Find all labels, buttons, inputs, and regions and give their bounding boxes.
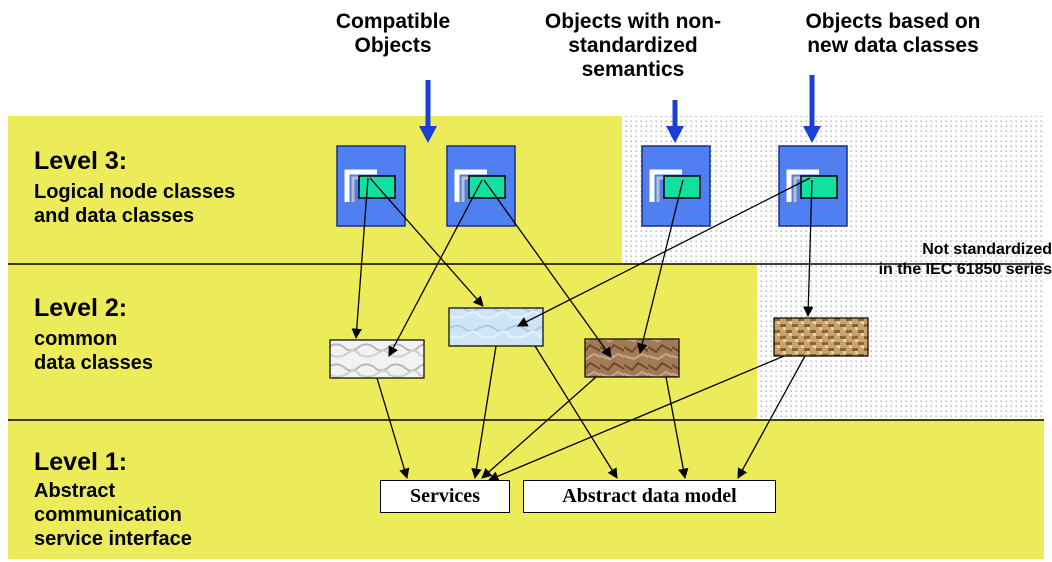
level-2-subtitle: common data classes: [34, 328, 153, 374]
level-3-subtitle: Logical node classes and data classes: [34, 181, 236, 227]
level-1-title: Level 1:: [34, 448, 128, 476]
level-3-title: Level 3:: [34, 147, 128, 175]
connector-arrows: [351, 177, 814, 482]
not-standardized-region: [622, 116, 1044, 420]
level-1-subtitle: Abstract communication service interface: [34, 480, 192, 550]
logical-node-icon-3: [641, 145, 711, 227]
header-compatible-objects: Compatible Objects: [335, 10, 451, 57]
arrow-ln4-cdc-weave: [803, 179, 814, 318]
header-arrows: [419, 75, 821, 143]
arrow-cdc-blue-adm: [534, 345, 618, 479]
abstract-data-model-box: Abstract data model: [523, 480, 776, 513]
header-new-data-class-objects: Objects based on new data classes: [805, 10, 981, 57]
arrow-ln2-cdc-white: [388, 179, 483, 357]
arrow-cdc-brown-services: [481, 376, 597, 479]
services-box: Services: [380, 480, 510, 513]
not-standardized-note: Not standardized in the IEC 61850 series: [878, 241, 1052, 278]
arrow-ln4-cdc-blue: [517, 177, 811, 327]
logical-node-icon-1: [336, 145, 406, 227]
arrow-ln1-cdc-blue: [369, 177, 484, 307]
non-standardized-arrowhead: [666, 126, 684, 143]
arrow-cdc-weave-services: [488, 355, 785, 482]
logical-node-icon-2: [446, 145, 516, 227]
cdc-box-white: [329, 339, 425, 379]
arrow-ln3-cdc-brown: [637, 179, 684, 355]
arrow-cdc-weave-adm: [737, 355, 806, 479]
cdc-box-brown: [584, 338, 680, 378]
new-classes-arrowhead: [803, 126, 821, 143]
arrow-cdc-brown-adm: [665, 376, 689, 480]
cdc-box-weave: [773, 317, 869, 357]
arrow-ln2-cdc-brown: [483, 179, 612, 358]
arrow-cdc-blue-services: [471, 345, 497, 480]
level-2-title: Level 2:: [34, 294, 128, 322]
header-non-standardized-objects: Objects with non- standardized semantics: [544, 10, 722, 81]
arrow-ln1-cdc-white: [351, 177, 369, 340]
arrow-cdc-white-services: [376, 377, 410, 479]
compatible-arrowhead: [419, 126, 437, 143]
logical-node-icon-4: [778, 145, 848, 227]
cdc-box-blue: [448, 307, 544, 347]
